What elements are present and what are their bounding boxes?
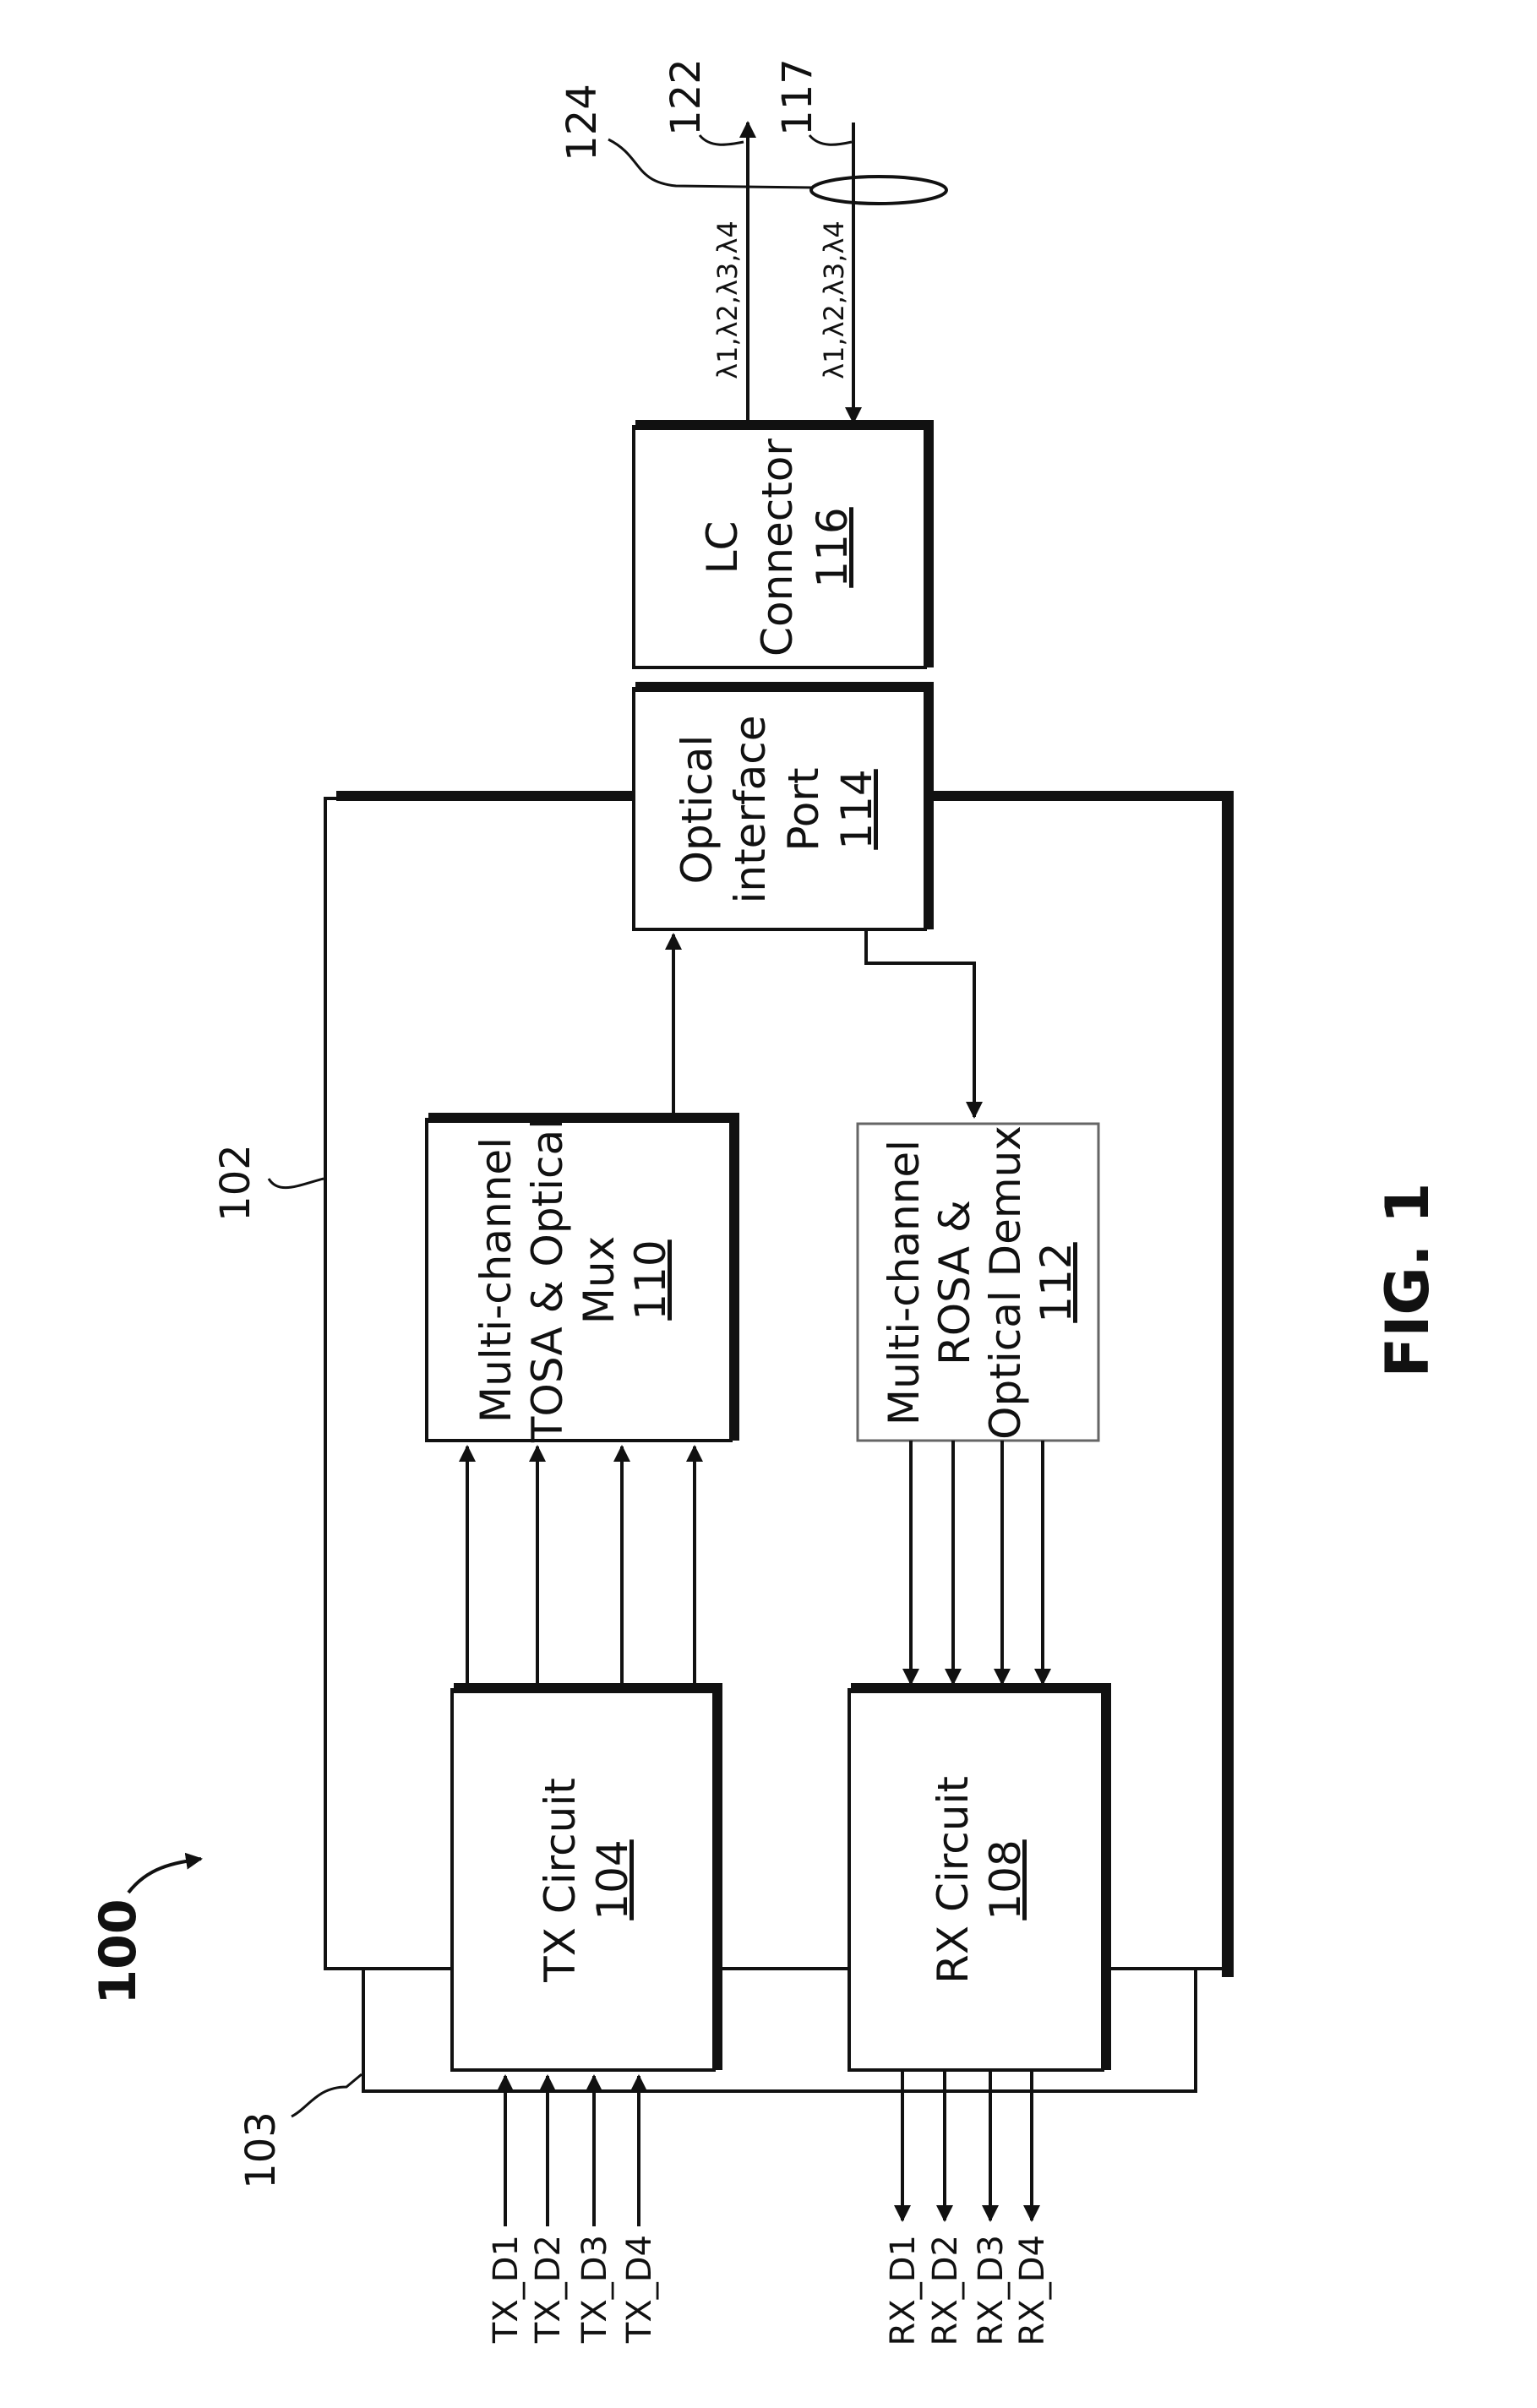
tosa-mux-label-3: Mux	[575, 1236, 624, 1324]
rx-circuit-block	[849, 1688, 1106, 2070]
lc-connector-label-1: LC	[698, 521, 747, 575]
leader-100	[128, 1859, 201, 1893]
rx-output-label-2: RX_D2	[926, 2235, 965, 2345]
ref-102-label: 102	[212, 1144, 259, 1222]
optical-port-label-1: Optical	[673, 735, 722, 885]
tosa-mux-ref: 110	[626, 1239, 675, 1320]
rx-output-label-1: RX_D1	[884, 2235, 923, 2345]
tx-circuit-ref: 104	[588, 1839, 637, 1920]
rx-circuit-ref: 108	[981, 1839, 1030, 1920]
optical-port-label-3: Port	[779, 767, 828, 851]
tx-circuit-block	[452, 1688, 717, 2070]
tx-input-label-2: TX_D2	[529, 2235, 568, 2344]
rosa-demux-label-2: ROSA &	[930, 1200, 979, 1365]
rosa-demux-ref: 112	[1032, 1242, 1081, 1322]
wavelengths-out-label: λ1,λ2,λ3,λ4	[711, 221, 744, 379]
leader-124	[608, 139, 813, 188]
tx-input-label-3: TX_D3	[575, 2235, 614, 2344]
lc-connector-ref: 116	[808, 507, 857, 587]
tx-input-label-4: TX_D4	[620, 2235, 659, 2344]
leader-103	[292, 2074, 362, 2117]
tx-circuit-label: TX Circuit	[536, 1778, 585, 1983]
leader-102	[269, 1179, 324, 1188]
tx-input-label-1: TX_D1	[487, 2235, 526, 2344]
rx-circuit-label: RX Circuit	[929, 1776, 978, 1984]
lc-connector-label-2: Connector	[753, 439, 802, 656]
optical-port-ref: 114	[832, 769, 881, 849]
figure-ref-100: 100	[89, 1899, 148, 2004]
ref-103-label: 103	[237, 2111, 285, 2189]
rx-output-label-4: RX_D4	[1013, 2235, 1052, 2345]
optical-port-label-2: interface	[726, 716, 775, 904]
fiber-pair-ellipse	[811, 177, 946, 204]
tosa-mux-label-2: TOSA & Optical	[523, 1118, 572, 1443]
ref-122-label: 122	[662, 58, 710, 136]
ref-124-label: 124	[559, 84, 606, 161]
rosa-demux-label-1: Multi-channel	[880, 1140, 929, 1425]
wavelengths-in-label: λ1,λ2,λ3,λ4	[818, 221, 850, 379]
figure-caption: FIG. 1	[1373, 1183, 1442, 1378]
rosa-demux-label-3: Optical Demux	[981, 1125, 1030, 1440]
tosa-mux-label-1: Multi-channel	[471, 1137, 521, 1423]
rx-output-label-3: RX_D3	[972, 2235, 1011, 2345]
ref-117-label: 117	[774, 58, 821, 136]
